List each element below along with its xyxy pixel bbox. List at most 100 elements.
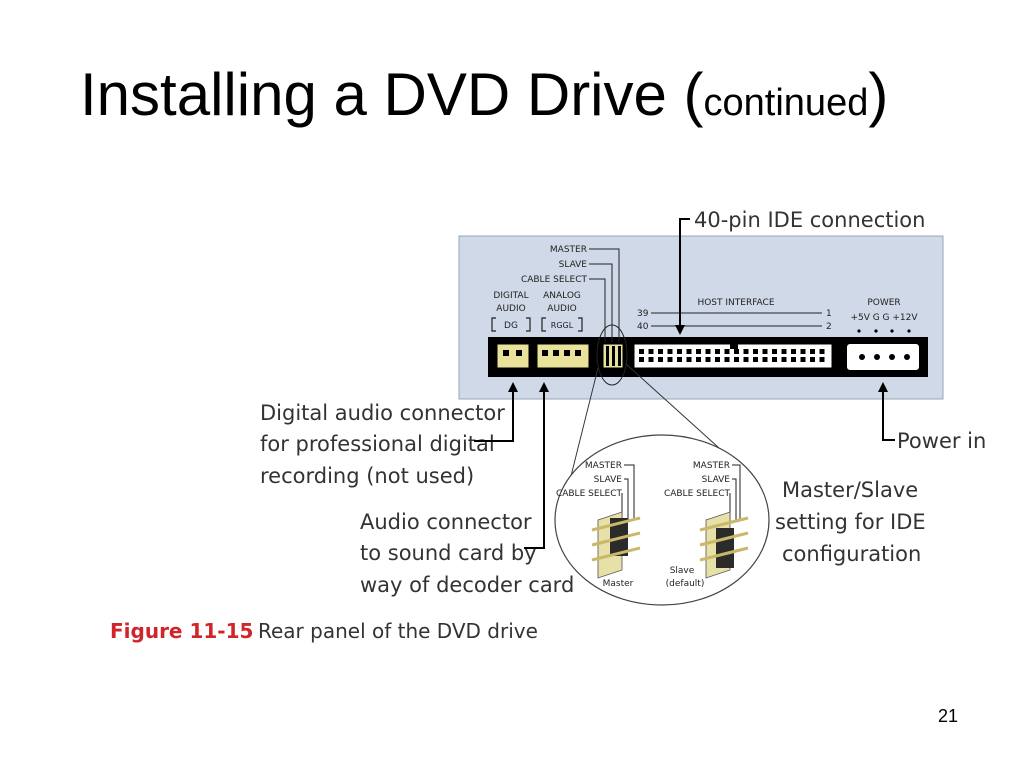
ide-pin [819,349,825,354]
ide-pin [800,349,806,354]
analog-label: ANALOG [543,291,581,301]
master-slave-callout-line1: Master/Slave [782,478,918,502]
ide-pin [734,349,739,354]
figure-caption: Rear panel of the DVD drive [258,619,538,643]
zoom-left-master-label: MASTER [585,461,622,471]
power-pin [889,354,895,360]
power-pins-label: +5V G G +12V [850,313,918,323]
ide-pin [743,357,749,362]
ide-pin [696,349,701,354]
ide-pin [762,357,768,362]
power-in-callout: Power in [897,429,986,453]
ide-connection-callout: 40-pin IDE connection [694,208,925,232]
power-pin [874,354,880,360]
ide-pin [639,357,644,362]
jumper-leader-lines [589,248,620,342]
power-pin-dot [857,329,861,333]
power-pin [904,354,910,360]
ide-pin [772,357,777,362]
power-pin [859,354,865,360]
analog-audio-pin [564,350,570,356]
ide-pin [724,349,730,354]
ide-pin [772,349,777,354]
ide-pin [648,357,654,362]
ide-pin [819,357,825,362]
digital-audio-pin [503,350,509,356]
digital-label: DIGITAL [493,291,528,301]
ide-pin [677,349,682,354]
ide-pin-row [639,349,825,362]
ide-pin [686,349,692,354]
audio-connector-callout-line1: Audio connector [360,510,532,534]
power-pin-dot [874,329,878,333]
ide-pin [715,349,720,354]
ide-key-notch [730,344,738,349]
ide-pin [762,349,768,354]
analog-audio-pin [553,350,559,356]
zoom-right-master-label: MASTER [693,461,730,471]
ide-pin [753,349,758,354]
host-interface-label: HOST INTERFACE [697,298,774,308]
ide-pin [753,357,758,362]
jumper-cap [716,528,734,568]
pin-39-label: 39 [637,309,649,319]
digital-audio-callout-arrow [474,382,518,442]
jumper-highlight-circle [596,324,628,386]
ide-pin [639,349,644,354]
title-continued: continued [703,82,869,124]
title-main: Installing a DVD Drive ( [80,61,704,128]
ide-pin [658,349,663,354]
digital-audio-pin [516,350,522,356]
power-connector [845,342,921,372]
title-close-paren: ) [868,61,889,128]
zoom-left-header [591,511,641,579]
ide-pin [696,357,701,362]
master-slave-callout-line2: setting for IDE [775,510,926,534]
digital-audio-callout-line1: Digital audio connector [260,401,505,425]
audio-connector-callout-arrow [524,382,549,549]
power-in-callout-arrow [878,382,895,441]
zoom-left-slave-label: SLAVE [594,475,623,485]
slide-number: 21 [938,706,959,726]
ide-pin [658,357,663,362]
slide-title: Installing a DVD Drive (continued) [80,60,888,129]
ide-pin [677,357,682,362]
audio-connector-callout-line2: to sound card by [360,541,537,565]
power-pin-dot [890,329,894,333]
jumper-label-cable-select: CABLE SELECT [521,275,588,285]
audio-brackets [491,317,583,332]
jumper-label-master: MASTER [550,245,587,255]
power-pin-dot [907,329,911,333]
ide-pin [667,357,673,362]
digital-audio-connector [496,343,530,369]
digital-audio-label: AUDIO [496,304,525,314]
zoom-right-header [699,511,749,579]
rggl-label: RGGL [551,321,574,330]
ide-pin [781,349,787,354]
zoom-right-cable-select-label: CABLE SELECT [664,489,731,499]
analog-audio-label: AUDIO [547,304,576,314]
zoom-slave-default-caption: (default) [666,579,705,589]
power-label: POWER [867,298,900,308]
ide-pin [667,349,673,354]
jumper-label-slave: SLAVE [559,260,588,270]
ide-pin [648,349,654,354]
master-slave-callout-line3: configuration [782,542,921,566]
pin-1-label: 1 [826,309,832,319]
ide-pin [743,349,749,354]
zoom-master-caption: Master [603,579,634,589]
digital-audio-callout-line3: recording (not used) [260,464,474,488]
ide-pin [734,357,739,362]
pin-40-label: 40 [637,322,649,332]
digital-audio-callout-line2: for professional digital [260,432,495,456]
ide-pin [791,357,796,362]
ide-pin [781,357,787,362]
dg-label: DG [504,321,518,331]
jumper-pin [618,346,621,366]
ide-pin [810,349,815,354]
pin-2-label: 2 [826,322,832,332]
ide-pin [724,357,730,362]
jumper-pin [612,346,615,366]
ide-pin [705,357,711,362]
